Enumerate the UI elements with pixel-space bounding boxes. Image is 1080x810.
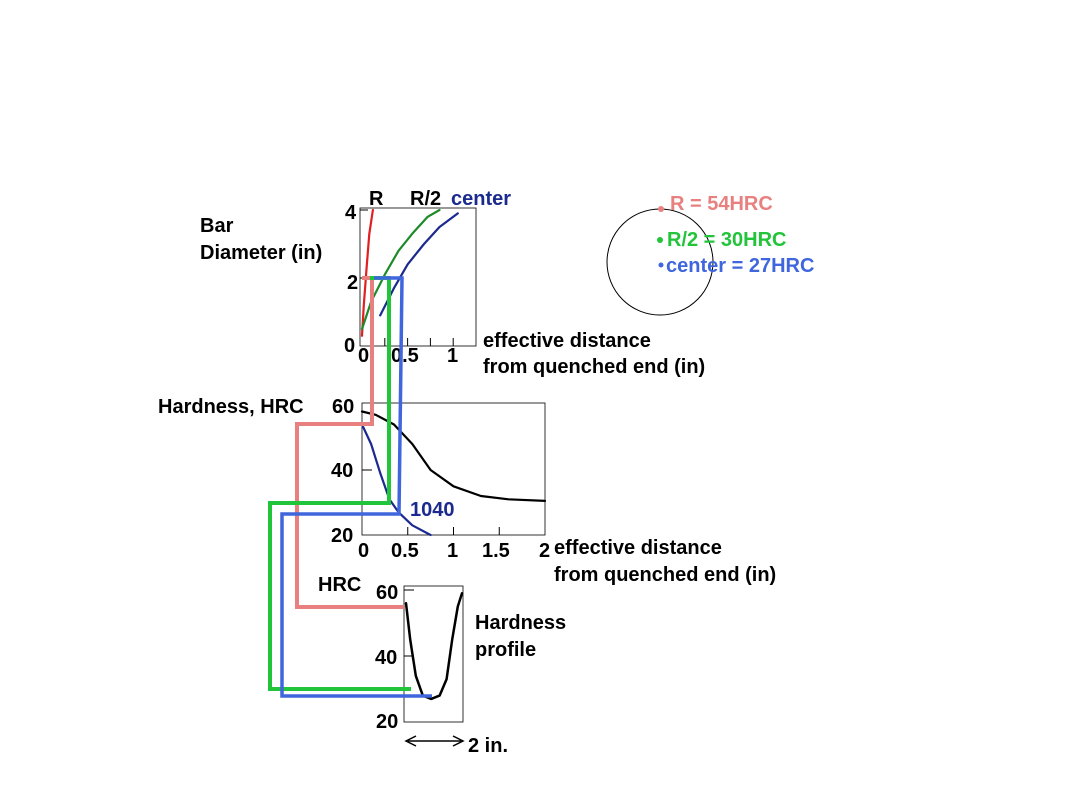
series-label-r: R	[369, 188, 384, 210]
half-radius-path	[268, 276, 411, 691]
width-dimension-arrow	[404, 735, 465, 747]
diameter-curve-0	[360, 208, 374, 337]
x-label-jominy-1: effective distance	[554, 537, 722, 559]
x-tick-label-0: 0	[358, 345, 369, 367]
legend-half-radius: R/2 = 30HRC	[667, 229, 787, 251]
center-path	[280, 276, 432, 698]
y-label-diameter-2: Diameter (in)	[200, 242, 322, 264]
plot-frame-profile	[403, 585, 464, 723]
y-label-hardness: Hardness, HRC	[158, 396, 304, 418]
profile-y-tick-40: 40	[375, 647, 397, 669]
profile-curve-0	[404, 592, 464, 701]
cross-section-legend: R = 54HRC R/2 = 30HRC center = 27HRC	[606, 193, 814, 316]
x-label-diameter-1: effective distance	[483, 330, 651, 352]
profile-annotation-2: profile	[475, 639, 536, 661]
y-label-diameter-1: Bar	[200, 215, 234, 237]
surface-marker	[658, 206, 664, 212]
width-label: 2 in.	[468, 735, 508, 757]
series-profile	[404, 592, 464, 701]
x-tick-label-0: 0	[358, 540, 369, 562]
x-tick-label-1: 1	[447, 540, 458, 562]
steel-grade-label: 1040	[410, 499, 455, 521]
center-marker	[658, 262, 664, 268]
legend-center: center = 27HRC	[666, 255, 814, 277]
profile-y-tick-60: 60	[376, 582, 398, 604]
plot-frame-diameter	[359, 207, 477, 347]
x-tick-label-0.5: 0.5	[391, 345, 419, 367]
y-tick-label-60: 60	[332, 396, 354, 418]
y-tick-label-0: 0	[344, 335, 355, 357]
panel-jominy-hardness: Hardness, HRC 60 40 20 0 0.5 1 1.5 2 104…	[158, 396, 776, 586]
x-tick-label-0.5: 0.5	[391, 540, 419, 562]
x-tick-label-2: 2	[539, 540, 550, 562]
diameter-curve-2	[379, 212, 459, 317]
legend-surface: R = 54HRC	[670, 193, 773, 215]
series-label-center: center	[451, 188, 511, 210]
x-tick-label-1: 1	[447, 345, 458, 367]
x-label-diameter-2: from quenched end (in)	[483, 356, 705, 378]
series-diameter	[360, 208, 459, 337]
y-tick-label-40: 40	[331, 460, 353, 482]
ticks-jominy	[362, 469, 500, 535]
panel-bar-diameter: R R/2 center Bar Diameter (in) 4 2 0 0 0…	[200, 188, 705, 378]
x-tick-label-1.5: 1.5	[482, 540, 510, 562]
half-radius-marker	[657, 237, 663, 243]
x-label-jominy-2: from quenched end (in)	[554, 564, 776, 586]
y-tick-label-4: 4	[345, 202, 357, 224]
profile-annotation-1: Hardness	[475, 612, 566, 634]
connector-paths	[268, 276, 432, 698]
y-tick-label-2: 2	[347, 272, 358, 294]
profile-y-tick-20: 20	[376, 711, 398, 733]
jominy-curve-1	[360, 410, 547, 502]
y-tick-label-20: 20	[331, 525, 353, 547]
panel-hardness-profile: HRC 60 40 20 Hardness profile 2 in.	[318, 574, 566, 757]
y-label-hrc: HRC	[318, 574, 361, 596]
series-label-r-half: R/2	[410, 188, 441, 210]
